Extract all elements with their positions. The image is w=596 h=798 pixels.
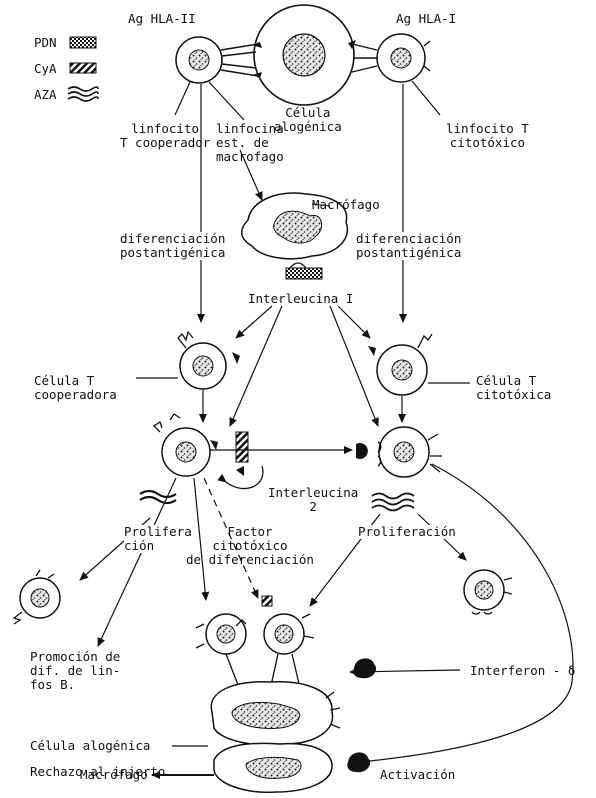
helper-t-cell-label: Célula T cooperadora bbox=[34, 374, 117, 402]
helper-t-cell bbox=[178, 332, 240, 389]
arrow-il1-to-helper-active bbox=[230, 306, 282, 426]
active-helper-cell bbox=[154, 414, 218, 476]
legend-pdn-label: PDN bbox=[34, 36, 57, 50]
interleukin-1-inhibitor-box bbox=[286, 268, 322, 279]
macrophage-bottom-label: Macrófago bbox=[80, 768, 148, 782]
arrow-to-promotion bbox=[98, 478, 176, 646]
ag-hla-i-label: Ag HLA-I bbox=[396, 12, 456, 26]
legend-aza-label: AZA bbox=[34, 88, 57, 102]
legend-pdn-swatch bbox=[70, 37, 96, 48]
cytotoxic-lymphocyte-label: linfocito T citotóxico bbox=[446, 122, 529, 150]
interferon-pathway-arc bbox=[360, 464, 573, 762]
activation-label: Activación bbox=[380, 768, 455, 782]
legend-cya-label: CyA bbox=[34, 62, 57, 76]
bottom-cytotoxic-cell bbox=[262, 596, 314, 654]
cytotoxic-lymphocyte-top bbox=[348, 34, 430, 82]
arrow-il1-to-cytotoxic-active bbox=[330, 306, 378, 426]
b-cell-promotion-label: Promoción de dif. de lin- fos B. bbox=[30, 650, 120, 692]
interleukin-2-label: Interleucina 2 bbox=[268, 486, 358, 514]
active-cytotoxic-cell bbox=[356, 427, 442, 477]
line-helper-to-linfocina bbox=[209, 82, 244, 120]
proliferated-cell-right bbox=[464, 570, 512, 614]
differentiation-right-label: diferenciación postantigénica bbox=[356, 232, 461, 260]
macrophage-top-label: Macrófago bbox=[312, 198, 380, 212]
cytotoxic-t-cell bbox=[368, 334, 432, 395]
line-cytotoxic-to-label bbox=[412, 81, 440, 115]
helper-lymphocyte-label: linfocito T cooperador bbox=[120, 122, 210, 150]
aza-inhibitor-left bbox=[140, 491, 176, 503]
lymphokine-label: linfocina est. de macrofago bbox=[216, 122, 284, 164]
arrow-il1-to-cytotoxic bbox=[338, 306, 370, 338]
allogenic-cell-bottom bbox=[211, 682, 340, 745]
legend-cya-swatch bbox=[70, 63, 96, 73]
allogenic-cell-bottom-label: Célula alogénica bbox=[30, 739, 150, 753]
aza-inhibitor-right bbox=[372, 494, 414, 511]
cytotoxic-factor-label: Factor citotóxico de diferenciación bbox=[186, 525, 314, 567]
interleukin-1-inhibitor-hook bbox=[290, 263, 306, 268]
il2-autocrine-loop bbox=[226, 466, 263, 489]
interferon-blob-2 bbox=[347, 752, 370, 772]
cya-inhibitor-bar bbox=[236, 432, 248, 462]
bottom-helper-cell bbox=[196, 614, 246, 654]
proliferated-cell-left bbox=[14, 570, 60, 624]
ag-hla-ii-label: Ag HLA-II bbox=[128, 12, 196, 26]
line-helper-to-label bbox=[175, 82, 190, 115]
proliferation-left-label: Prolifera ción bbox=[124, 525, 192, 553]
differentiation-left-label: diferenciación postantigénica bbox=[120, 232, 225, 260]
interleukin-1-label: Interleucina I bbox=[248, 292, 353, 306]
macrophage-bottom bbox=[214, 743, 332, 792]
cytotoxic-t-cell-label: Célula T citotóxica bbox=[476, 374, 551, 402]
interferon-label: Interferon - δ bbox=[470, 664, 575, 678]
helper-lymphocyte-top bbox=[176, 37, 262, 83]
il2-receptor-blob bbox=[236, 466, 244, 476]
arrow-il1-to-helper bbox=[236, 306, 272, 338]
interferon-blob-1 bbox=[353, 658, 376, 678]
allogenic-cell-top bbox=[254, 5, 354, 105]
proliferation-right-label: Proliferación bbox=[358, 525, 456, 539]
allogenic-cell-top-label: Célula alogénica bbox=[274, 106, 342, 134]
legend-aza-swatch bbox=[68, 87, 98, 101]
